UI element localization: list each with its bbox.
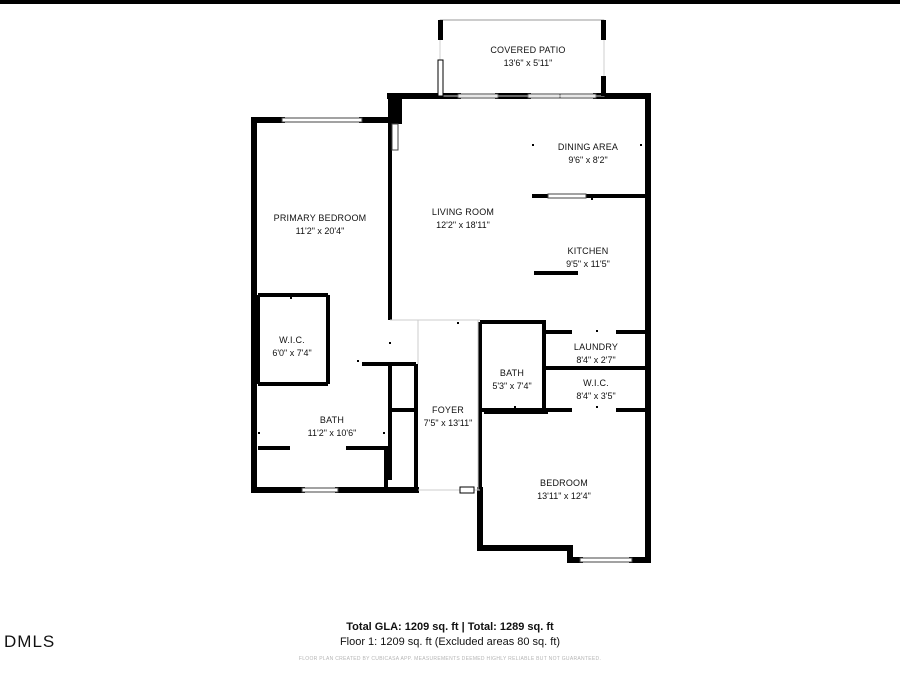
room-name: W.I.C. — [583, 378, 609, 388]
room-name: DINING AREA — [557, 142, 619, 152]
room-name: COVERED PATIO — [490, 45, 566, 55]
room-bedroom: BEDROOM 13'11" x 12'4" — [537, 477, 591, 503]
room-name: W.I.C. — [279, 335, 305, 345]
room-covered-patio: COVERED PATIO 13'6" x 5'11" — [490, 44, 565, 70]
room-name: PRIMARY BEDROOM — [273, 213, 367, 223]
room-dimensions: 9'5" x 11'5" — [566, 259, 610, 269]
room-dimensions: 8'4" x 3'5" — [576, 391, 616, 401]
room-dining-area: DINING AREA 9'6" x 8'2" — [558, 141, 618, 167]
covered-patio-outline — [437, 19, 606, 97]
total-gla: Total GLA: 1209 sq. ft | Total: 1289 sq.… — [346, 621, 554, 633]
interior-walls — [256, 96, 648, 490]
top-border — [0, 0, 900, 4]
room-dimensions: 5'3" x 7'4" — [492, 381, 532, 391]
room-kitchen: KITCHEN 9'5" x 11'5" — [566, 245, 610, 271]
room-living-room: LIVING ROOM 12'2" x 18'11" — [432, 206, 494, 232]
room-name: BATH — [319, 415, 345, 425]
room-wic-primary: W.I.C. 6'0" x 7'4" — [272, 334, 311, 360]
room-dimensions: 13'6" x 5'11" — [503, 58, 553, 68]
room-name: LIVING ROOM — [431, 207, 495, 217]
room-foyer: FOYER 7'5" x 13'11" — [424, 404, 473, 430]
room-laundry: LAUNDRY 8'4" x 2'7" — [574, 341, 618, 367]
entry-door — [459, 486, 475, 494]
room-dimensions: 13'11" x 12'4" — [537, 491, 591, 501]
room-name: FOYER — [431, 405, 465, 415]
room-dimensions: 8'4" x 2'7" — [576, 355, 616, 365]
room-dimensions: 9'6" x 8'2" — [568, 155, 608, 165]
kitchen-counter — [534, 271, 578, 275]
exterior-walls — [251, 93, 651, 563]
disclaimer-text: FLOOR PLAN CREATED BY CUBICASA APP. MEAS… — [298, 656, 602, 662]
door-markers — [258, 144, 642, 434]
room-dimensions: 12'2" x 18'11" — [436, 220, 490, 230]
room-dimensions: 11'2" x 10'6" — [307, 428, 357, 438]
room-dimensions: 11'2" x 20'4" — [295, 226, 345, 236]
room-name: BEDROOM — [540, 478, 588, 488]
floor-area: Floor 1: 1209 sq. ft (Excluded areas 80 … — [339, 636, 561, 648]
room-dimensions: 6'0" x 7'4" — [272, 348, 312, 358]
area-totals: Total GLA: 1209 sq. ft | Total: 1289 sq.… — [0, 620, 900, 650]
room-name: KITCHEN — [567, 246, 609, 256]
openings — [390, 319, 480, 491]
dmls-logo: DMLS — [4, 632, 56, 651]
room-bath-hall: BATH 5'3" x 7'4" — [492, 367, 531, 393]
room-bath-primary: BATH 11'2" x 10'6" — [308, 414, 357, 440]
room-name: BATH — [499, 368, 525, 378]
room-name: LAUNDRY — [573, 342, 619, 352]
room-dimensions: 7'5" x 13'11" — [423, 418, 473, 428]
room-wic-hall: W.I.C. 8'4" x 3'5" — [576, 377, 615, 403]
room-primary-bedroom: PRIMARY BEDROOM 11'2" x 20'4" — [274, 212, 367, 238]
